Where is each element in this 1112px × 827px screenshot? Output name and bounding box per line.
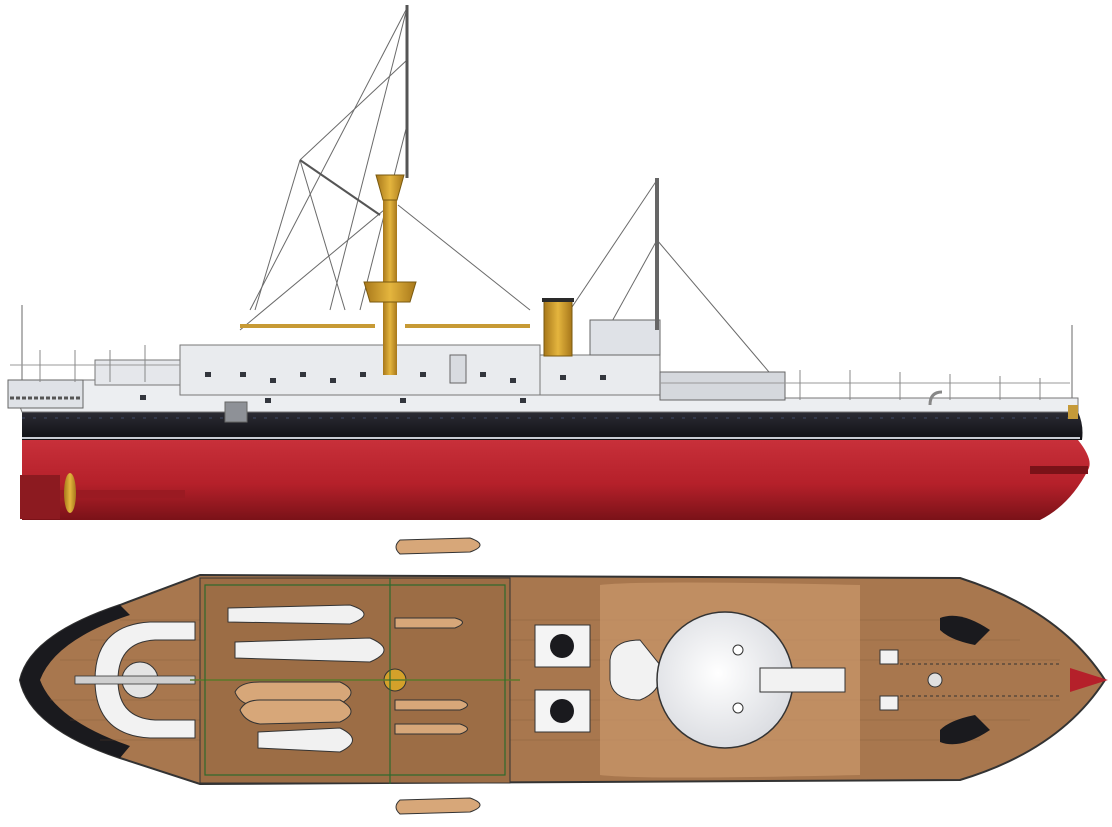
anchor-starboard [940, 715, 990, 745]
stern-gallery [7, 379, 84, 409]
deck-boats [227, 604, 468, 753]
turret-gun-barrels [759, 667, 846, 693]
superstructure-aft [179, 344, 541, 396]
hull-armour-belt [22, 412, 1083, 440]
forecastle-fittings [879, 649, 1060, 711]
bow-ornament [1068, 405, 1078, 419]
side-profile [7, 5, 1090, 520]
hull-underwater [22, 440, 1090, 520]
bow-ram [1030, 466, 1088, 474]
deckhouse-aft [94, 359, 181, 386]
forward-turret-housing [659, 371, 786, 401]
anchor-port [940, 615, 990, 645]
rigging [21, 7, 1073, 405]
main-mast [383, 180, 397, 375]
ventilators [224, 354, 943, 423]
funnel-base-starboard [534, 689, 591, 733]
fighting-top-lower [363, 281, 417, 303]
propeller-shaft [60, 490, 185, 498]
bow-tip [1070, 668, 1108, 692]
fighting-top-upper [375, 174, 405, 201]
propeller [64, 473, 76, 513]
boat-starboard [395, 797, 481, 815]
deck-plan [18, 537, 1108, 815]
funnel [543, 299, 573, 357]
boat-port [395, 537, 481, 555]
rudder [20, 475, 60, 519]
bridge [589, 319, 661, 356]
